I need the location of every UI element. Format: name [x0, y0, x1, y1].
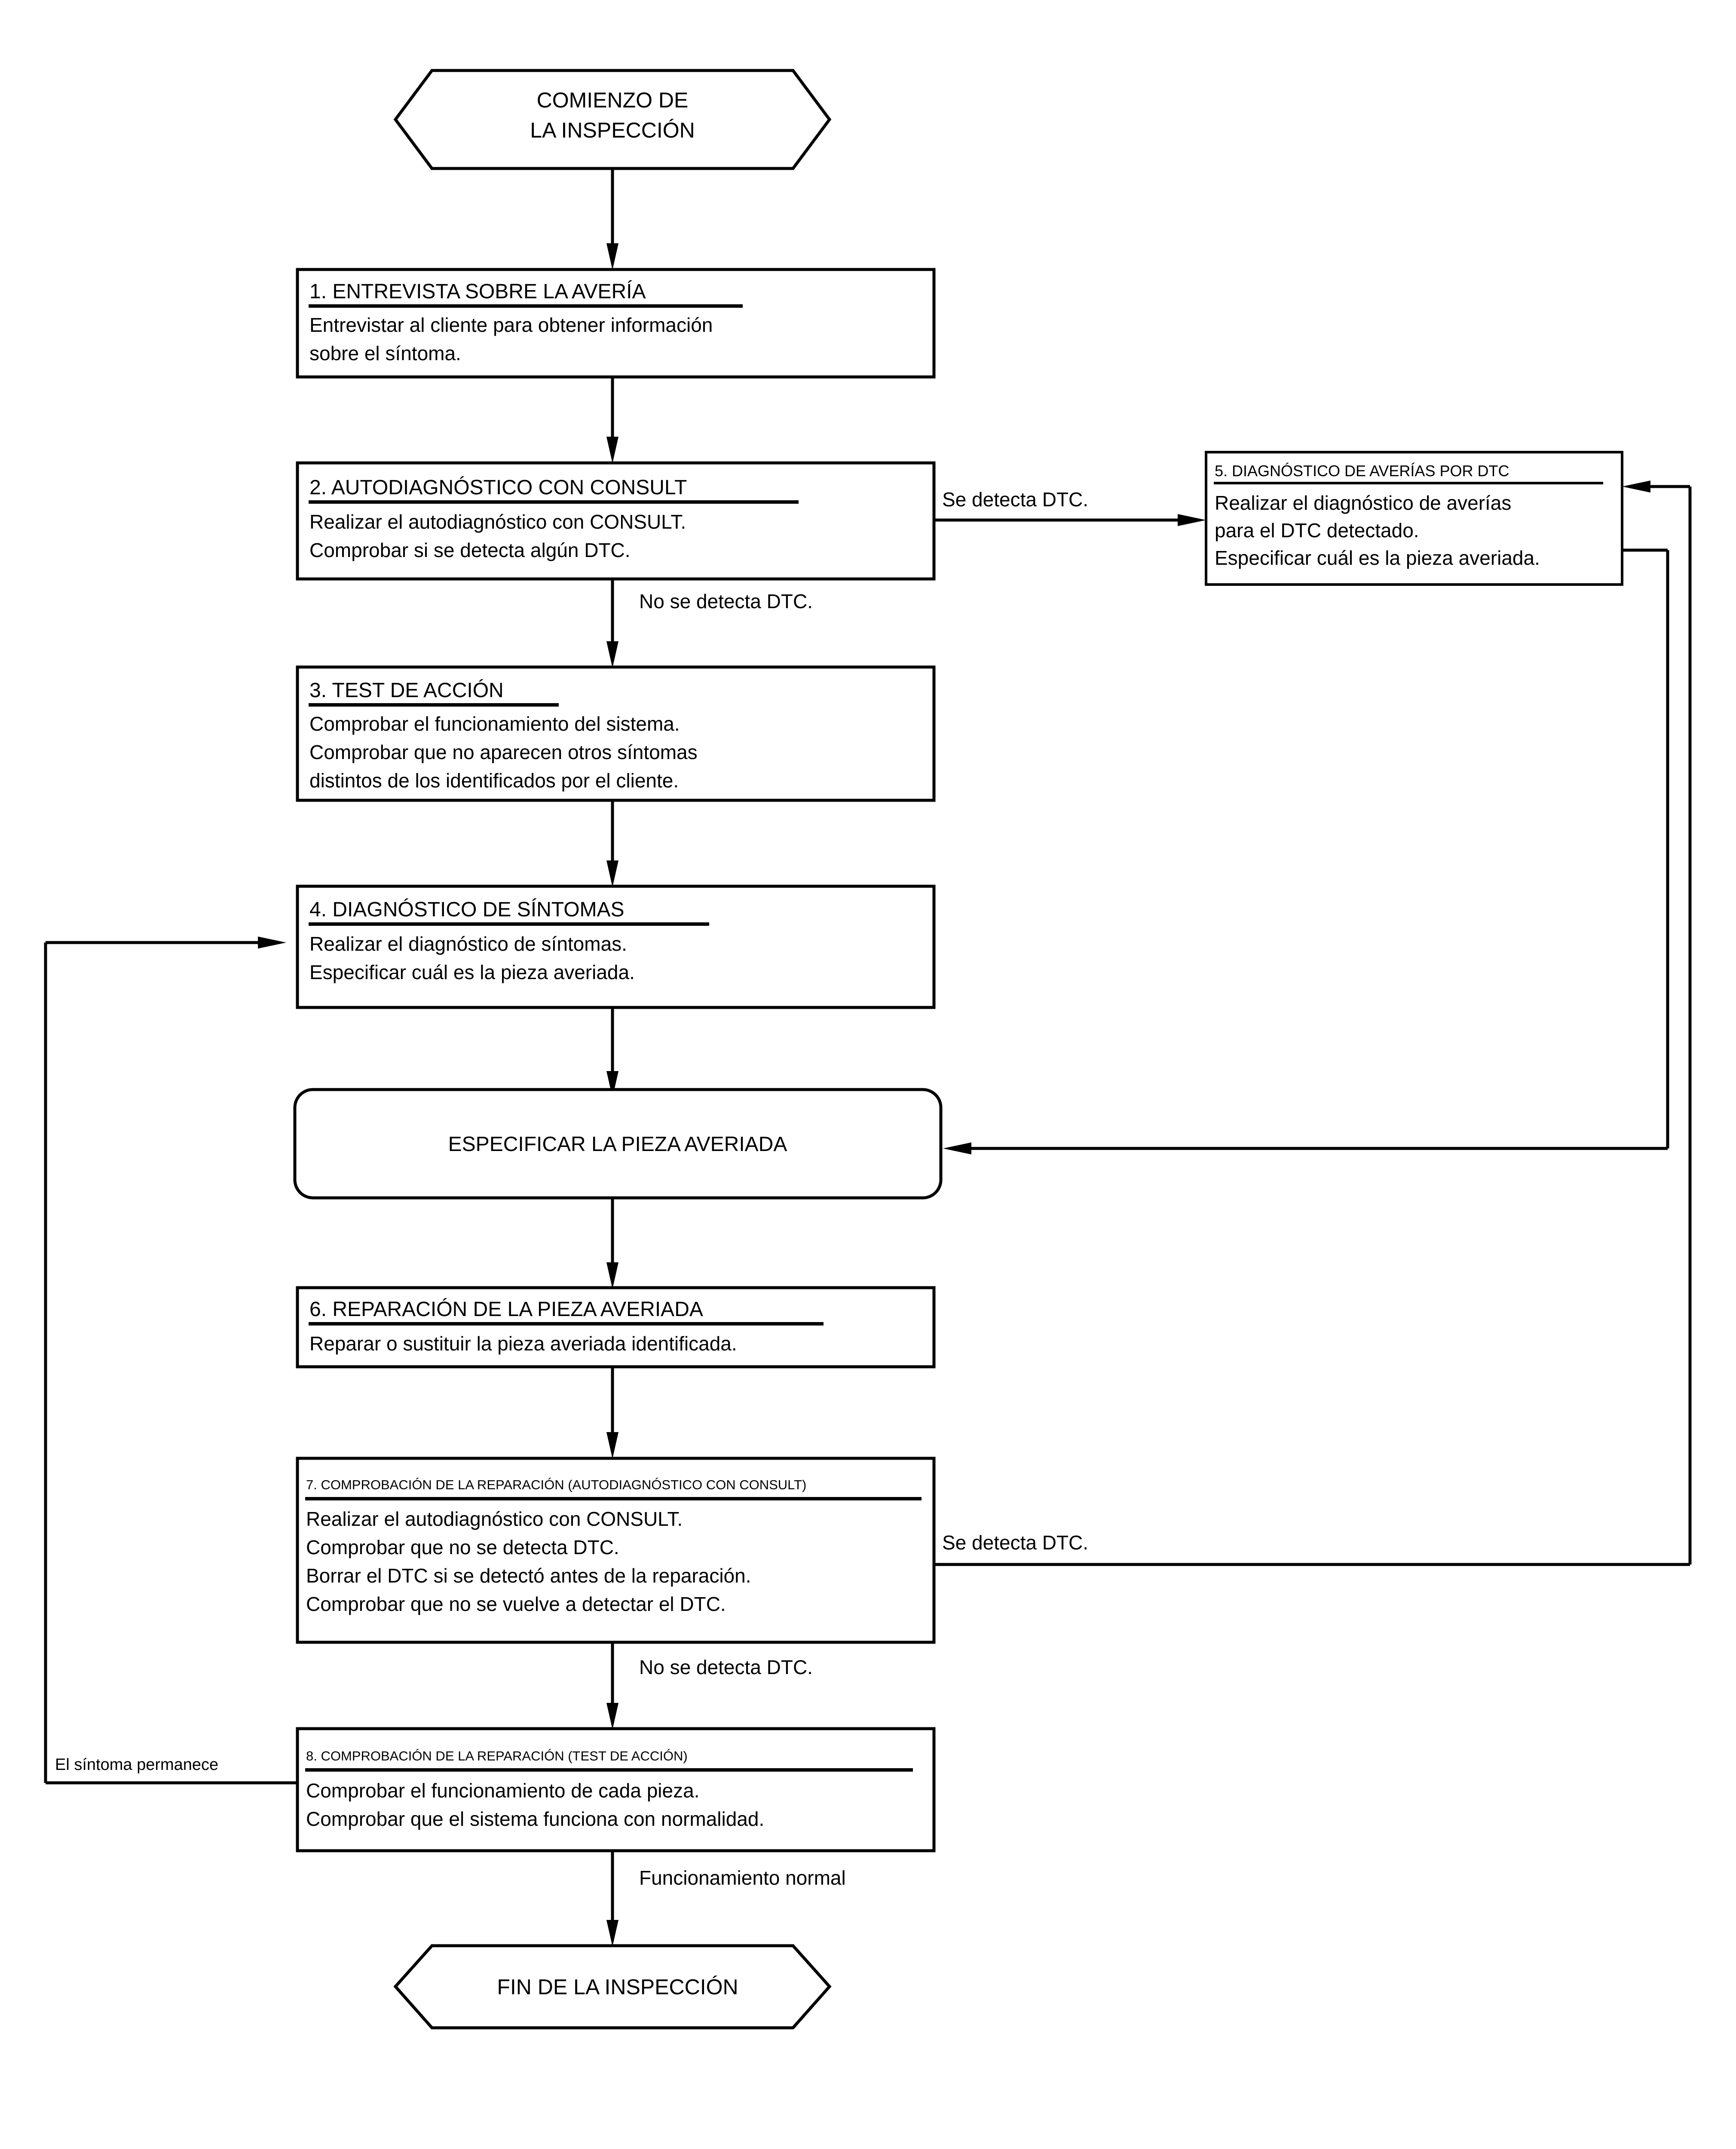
connector-step7-to-step8 [606, 1642, 618, 1730]
edge-label-dtc-detected-step7: Se detecta DTC. [942, 1531, 1088, 1554]
step-1-title: 1. ENTREVISTA SOBRE LA AVERÍA [309, 280, 646, 303]
step-3-title: 3. TEST DE ACCIÓN [309, 679, 504, 702]
start-terminal: COMIENZO DE LA INSPECCIÓN [393, 69, 832, 170]
step-6-title: 6. REPARACIÓN DE LA PIEZA AVERIADA [309, 1298, 703, 1321]
connector-step7-to-step5 [934, 481, 1692, 1566]
connector-step4-to-decision [606, 1008, 618, 1098]
step-box-2: 2. AUTODIAGNÓSTICO CON CONSULT Realizar … [296, 461, 936, 581]
start-terminal-line1: COMIENZO DE [537, 88, 689, 112]
step-3-body-line-1: Comprobar el funcionamiento del sistema. [309, 713, 680, 735]
step-2-body-line-1: Realizar el autodiagnóstico con CONSULT. [309, 511, 686, 533]
step-6-body-line-1: Reparar o sustituir la pieza averiada id… [309, 1332, 737, 1355]
step-box-4: 4. DIAGNÓSTICO DE SÍNTOMAS Realizar el d… [296, 885, 936, 1009]
step-1-body-line-2: sobre el síntoma. [309, 342, 461, 364]
connector-step2-to-step3 [606, 578, 618, 668]
step-4-body-line-1: Realizar el diagnóstico de síntomas. [309, 933, 627, 955]
step-4-body-line-2: Especificar cuál es la pieza averiada. [309, 961, 635, 983]
step-8-title: 8. COMPROBACIÓN DE LA REPARACIÓN (TEST D… [306, 1748, 688, 1763]
connector-step1-to-step2 [606, 376, 618, 463]
step-8-body-line-2: Comprobar que el sistema funciona con no… [306, 1808, 764, 1830]
step-5-title: 5. DIAGNÓSTICO DE AVERÍAS POR DTC [1215, 462, 1509, 480]
start-terminal-line2: LA INSPECCIÓN [530, 118, 695, 142]
end-terminal: FIN DE LA INSPECCIÓN [393, 1944, 832, 2030]
step-5-body-line-2: para el DTC detectado. [1215, 519, 1419, 542]
connector-step6-to-step7 [606, 1367, 618, 1459]
edge-label-normal-operation: Funcionamiento normal [639, 1867, 846, 1889]
edge-label-dtc-not-detected-step2: No se detecta DTC. [639, 590, 813, 612]
step-7-body-line-3: Borrar el DTC si se detectó antes de la … [306, 1564, 751, 1587]
step-box-7: 7. COMPROBACIÓN DE LA REPARACIÓN (AUTODI… [296, 1457, 936, 1644]
connector-start-to-step1 [606, 168, 618, 270]
connector-step8-to-end [606, 1850, 618, 1947]
connector-decision-to-step6 [606, 1199, 618, 1289]
step-7-title: 7. COMPROBACIÓN DE LA REPARACIÓN (AUTODI… [306, 1477, 806, 1492]
connector-step2-to-step5 [934, 514, 1206, 526]
specify-failed-part-label: ESPECIFICAR LA PIEZA AVERIADA [448, 1133, 787, 1156]
connector-step5-to-decision [943, 548, 1669, 1154]
step-7-body-line-2: Comprobar que no se detecta DTC. [306, 1536, 619, 1558]
step-5-body-line-3: Especificar cuál es la pieza averiada. [1215, 547, 1540, 569]
edge-label-dtc-detected-step2: Se detecta DTC. [942, 488, 1088, 511]
connector-step8-to-step4 [44, 937, 297, 1785]
step-box-1: 1. ENTREVISTA SOBRE LA AVERÍA Entrevista… [296, 268, 936, 379]
step-2-body-line-2: Comprobar si se detecta algún DTC. [309, 539, 631, 561]
end-terminal-label: FIN DE LA INSPECCIÓN [497, 1975, 738, 1999]
step-box-3: 3. TEST DE ACCIÓN Comprobar el funcionam… [296, 665, 936, 802]
step-box-6: 6. REPARACIÓN DE LA PIEZA AVERIADA Repar… [296, 1286, 936, 1368]
step-box-8: 8. COMPROBACIÓN DE LA REPARACIÓN (TEST D… [296, 1727, 936, 1852]
step-7-body-line-4: Comprobar que no se vuelve a detectar el… [306, 1593, 726, 1615]
step-4-title: 4. DIAGNÓSTICO DE SÍNTOMAS [309, 898, 625, 921]
step-3-body-line-2: Comprobar que no aparecen otros síntomas [309, 741, 698, 763]
step-8-body-line-1: Comprobar el funcionamiento de cada piez… [306, 1779, 699, 1802]
step-1-body-line-1: Entrevistar al cliente para obtener info… [309, 314, 713, 336]
step-box-5: 5. DIAGNÓSTICO DE AVERÍAS POR DTC Realiz… [1205, 451, 1623, 586]
edge-label-dtc-not-detected-step7: No se detecta DTC. [639, 1656, 813, 1678]
connector-step3-to-step4 [606, 799, 618, 887]
step-5-body-line-1: Realizar el diagnóstico de averías [1215, 492, 1511, 514]
specify-failed-part-box: ESPECIFICAR LA PIEZA AVERIADA [293, 1088, 943, 1200]
step-3-body-line-3: distintos de los identificados por el cl… [309, 769, 679, 792]
step-7-body-line-1: Realizar el autodiagnóstico con CONSULT. [306, 1508, 683, 1530]
edge-label-symptom-remains: El síntoma permanece [55, 1756, 218, 1774]
step-2-title: 2. AUTODIAGNÓSTICO CON CONSULT [309, 476, 687, 499]
